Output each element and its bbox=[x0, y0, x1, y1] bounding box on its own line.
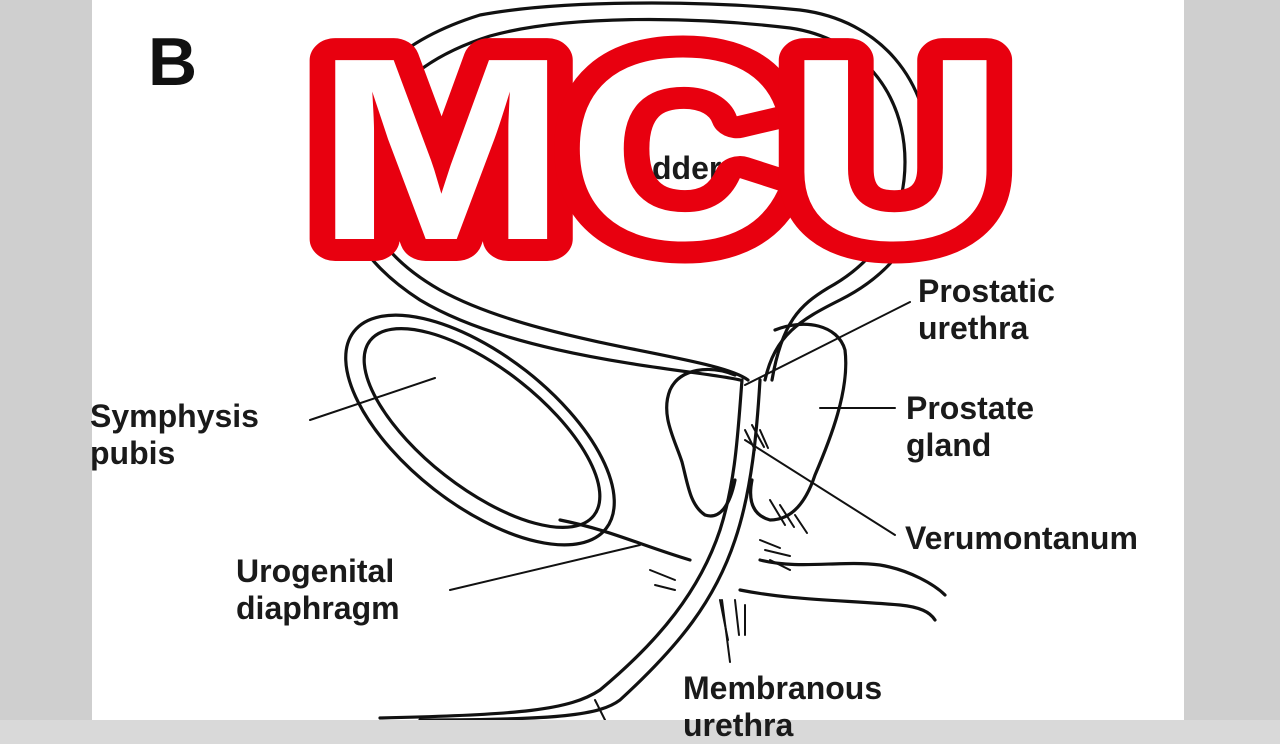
bladder-outer-wall bbox=[338, 1, 932, 382]
leader-diaphragm bbox=[449, 544, 641, 591]
diagram-panel bbox=[92, 0, 1184, 720]
diaphragm-left bbox=[558, 518, 692, 562]
leader-prostatic-urethra bbox=[744, 301, 911, 386]
panel-letter: B bbox=[148, 24, 198, 100]
anatomy-drawing bbox=[309, 1, 947, 720]
label-verumontanum: Verumontanum bbox=[905, 520, 1138, 556]
title-overlay: MCU MCU bbox=[300, 0, 1020, 274]
verumontanum-hatch bbox=[649, 424, 808, 641]
prostate-left-lobe bbox=[665, 368, 737, 518]
urethra-right bbox=[418, 378, 762, 720]
urethra-left bbox=[378, 378, 744, 720]
label-prostate-gland: Prostate gland bbox=[906, 390, 1035, 463]
bladder-inner-wall bbox=[360, 17, 907, 382]
label-membranous-urethra: Membranous urethra bbox=[683, 670, 883, 743]
label-urogenital-diaphragm: Urogenital diaphragm bbox=[236, 553, 400, 626]
diaphragm-right bbox=[758, 558, 947, 597]
leader-verumontanum bbox=[744, 439, 896, 536]
prostate-right-lobe bbox=[748, 322, 848, 522]
label-bladder-partial: dder bbox=[652, 150, 722, 186]
leader-membranous bbox=[721, 599, 731, 663]
title-fill: MCU bbox=[315, 5, 1005, 274]
symphysis-outer bbox=[344, 313, 616, 547]
label-prostatic-urethra: Prostatic urethra bbox=[918, 273, 1055, 346]
leader-symphysis bbox=[309, 377, 436, 421]
symphysis-inner bbox=[362, 327, 602, 529]
diaphragm-lower bbox=[738, 588, 937, 622]
label-symphysis-pubis: Symphysis pubis bbox=[90, 398, 259, 471]
right-background-band bbox=[1180, 0, 1280, 720]
leader-bottom-pointer bbox=[594, 699, 606, 720]
title-outline: MCU bbox=[315, 5, 1005, 274]
left-background-band bbox=[0, 0, 95, 720]
